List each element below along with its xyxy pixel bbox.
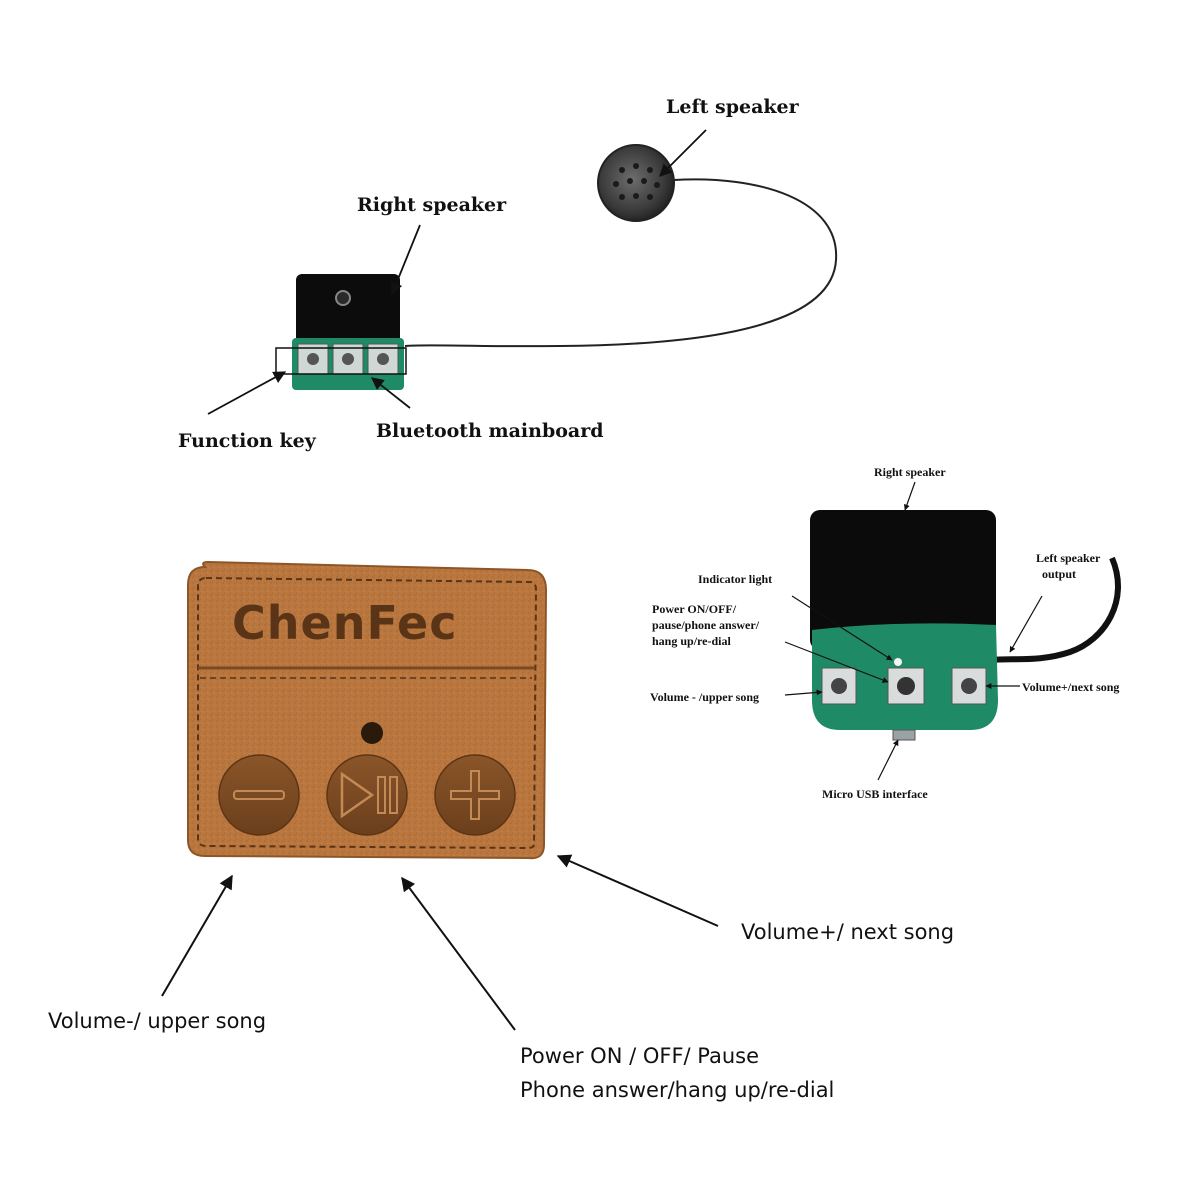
volume-plus-arrow — [556, 854, 719, 927]
power-arrow — [401, 876, 516, 1031]
board-illustration — [810, 510, 1121, 741]
label-right-speaker: Right speaker — [357, 194, 507, 216]
bluetooth-mainboard-arrow — [371, 377, 411, 409]
label-volume-minus: Volume-/ upper song — [48, 1009, 267, 1033]
board-label-indicator-light: Indicator light — [698, 572, 773, 586]
left-speaker-arrow — [659, 129, 707, 177]
label-volume-plus: Volume+/ next song — [741, 920, 955, 944]
volume-minus-board-arrow — [784, 689, 823, 696]
board-label-volume-minus: Volume - /upper song — [650, 690, 760, 704]
function-key-highlight-box — [275, 347, 407, 375]
right-speaker-illustration — [275, 274, 407, 390]
power-key-arrow — [784, 641, 889, 683]
board-label-right-speaker: Right speaker — [874, 465, 946, 479]
leather-button-pad — [187, 560, 548, 860]
volume-minus-arrow — [161, 874, 233, 997]
label-power: Power ON / OFF/ Pause Phone answer/hang … — [520, 1044, 835, 1102]
function-key-arrow — [207, 371, 287, 415]
brand-logo: ChenFec — [232, 596, 458, 650]
board-label-volume-plus: Volume+/next song — [1022, 680, 1120, 694]
board-right-speaker-arrow — [903, 481, 916, 511]
board-label-micro-usb: Micro USB interface — [822, 787, 928, 801]
board-label-left-speaker-output: Left speaker output — [1036, 551, 1101, 581]
micro-usb-arrow — [877, 739, 899, 781]
label-function-key: Function key — [178, 430, 316, 452]
right-speaker-arrow — [390, 224, 421, 296]
left-speaker-illustration — [597, 144, 675, 222]
speaker-wire — [404, 178, 838, 348]
board-left-output-arrow — [1009, 595, 1043, 653]
board-label-power-key: Power ON/OFF/ pause/phone answer/ hang u… — [652, 602, 760, 648]
label-left-speaker: Left speaker — [666, 96, 799, 118]
label-bluetooth-mainboard: Bluetooth mainboard — [376, 420, 604, 442]
indicator-light-arrow — [791, 595, 893, 661]
